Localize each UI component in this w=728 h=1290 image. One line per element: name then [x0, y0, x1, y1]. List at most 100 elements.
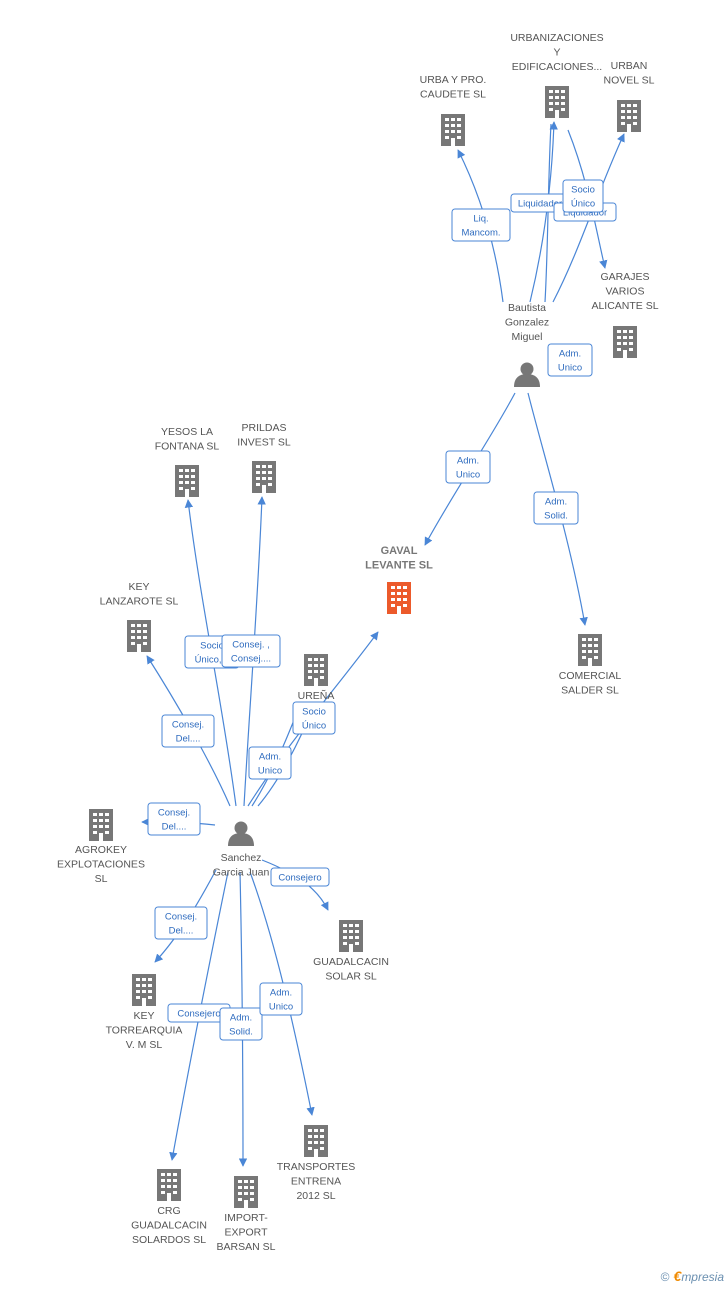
node-label-line: URBANIZACIONES: [510, 32, 603, 44]
person-icon: [514, 362, 540, 387]
relation-text-line: Socio: [200, 641, 224, 652]
footer-credit: ©€mpresia: [661, 1268, 724, 1284]
relation-text-line: Consej....: [231, 654, 271, 665]
relation-box: [248, 746, 292, 780]
node-urbaniz[interactable]: URBANIZACIONESYEDIFICACIONES...: [510, 32, 604, 118]
node-label-line: AGROKEY: [75, 844, 127, 856]
relation-label-r_adm_solid_import[interactable]: Adm. Solid.: [219, 1007, 263, 1041]
node-label-line: GUADALCACIN: [131, 1220, 207, 1232]
node-label-line: LANZAROTE SL: [100, 596, 179, 608]
relation-box: [533, 491, 579, 525]
node-label-line: TRANSPORTES: [277, 1161, 356, 1173]
copyright-symbol: ©: [660, 1270, 670, 1284]
node-label-line: UREÑA: [298, 689, 335, 702]
node-label-line: GUADALCACIN: [313, 956, 389, 968]
relation-label-r_consej_del_torre[interactable]: Consej. Del....: [154, 906, 208, 940]
relation-text-line: Solid.: [544, 511, 568, 522]
relation-text-line: Solid.: [229, 1027, 253, 1038]
relation-text-line: Mancom.: [461, 228, 500, 239]
node-transportes[interactable]: TRANSPORTES ENTRENA 2012 SL: [277, 1125, 356, 1202]
relation-box: [221, 634, 281, 668]
node-label-line: V. M SL: [126, 1039, 163, 1051]
node-label-line: LEVANTE SL: [365, 560, 433, 572]
node-label-line: URBAN: [611, 60, 648, 72]
building-icon: [545, 86, 569, 118]
node-label-line: YESOS LA: [161, 426, 213, 438]
building-icon: [252, 461, 276, 493]
relation-text-line: Adm.: [545, 497, 567, 508]
relation-text-line: Adm.: [457, 456, 479, 467]
relation-box: [154, 906, 208, 940]
relation-text-line: Consej.: [165, 912, 197, 923]
node-label-line: Y: [553, 47, 560, 59]
node-label-line: SALDER SL: [561, 685, 619, 697]
relation-text-line: Consej.: [158, 808, 190, 819]
relation-text-line: Del....: [169, 926, 194, 937]
node-label-line: CAUDETE SL: [420, 89, 486, 101]
relation-label-r_liq_mancom[interactable]: Liq. Mancom.: [451, 208, 511, 242]
relation-text-line: Unico: [456, 470, 480, 481]
building-icon: [339, 920, 363, 952]
node-label-line: IMPORT-: [224, 1212, 268, 1224]
brand-logo-initial: €: [673, 1268, 682, 1284]
node-label-line: Gonzalez: [505, 317, 549, 329]
node-label-line: URBA Y PRO.: [420, 74, 487, 86]
relation-label-r_adm_solid_comercial[interactable]: Adm. Solid.: [533, 491, 579, 525]
relation-label-r_adm_unico_garajes[interactable]: Adm.Unico: [547, 343, 593, 377]
relation-box: [562, 179, 604, 213]
node-label-line: GAVAL: [381, 545, 418, 557]
relation-box: [147, 802, 201, 836]
relation-label-r_consejero_guad[interactable]: Consejero: [270, 867, 330, 887]
node-gaval[interactable]: GAVAL LEVANTE SL: [365, 545, 433, 614]
relation-text-line: Del....: [176, 734, 201, 745]
node-urena[interactable]: UREÑA: [298, 654, 335, 702]
relation-label-r_consej_del_agrokey[interactable]: Consej.Del....: [147, 802, 201, 836]
relation-label-r_adm_unico_transp[interactable]: Adm.Unico: [259, 982, 303, 1016]
edge-bautista-urbaniz-2: [544, 123, 552, 303]
person-icon: [228, 821, 254, 846]
relation-label-r_consej_prildas[interactable]: Consej. ,Consej....: [221, 634, 281, 668]
building-icon: [127, 620, 151, 652]
relation-box: [161, 714, 215, 748]
building-icon: [387, 582, 411, 614]
building-icon: [132, 974, 156, 1006]
relation-text-line: Liq.: [473, 214, 488, 225]
relation-text-line: Adm.: [230, 1013, 252, 1024]
node-label-line: EXPLOTACIONES: [57, 859, 145, 871]
node-urba[interactable]: URBA Y PRO. CAUDETE SL: [420, 74, 487, 146]
relation-label-r_adm_unico_gaval[interactable]: Adm. Unico: [445, 450, 491, 484]
relation-box: [445, 450, 491, 484]
node-label-line: PRILDAS: [242, 422, 287, 434]
relation-label-r_adm_unico_sanchez[interactable]: Adm.Unico: [248, 746, 292, 780]
relation-box: [259, 982, 303, 1016]
node-label-line: Garcia Juan: [213, 867, 270, 879]
node-label-line: ENTRENA: [291, 1176, 341, 1188]
relation-text-line: Adm.: [270, 988, 292, 999]
relation-box: [219, 1007, 263, 1041]
relation-text-line: Consejero: [278, 873, 321, 884]
building-icon: [157, 1169, 181, 1201]
relation-text-line: Liquidador: [563, 208, 607, 219]
relation-text-line: Consej.: [172, 720, 204, 731]
node-label-line: CRG: [157, 1205, 180, 1217]
relation-label-r_consej_del_lanz[interactable]: Consej. Del....: [161, 714, 215, 748]
brand-name: mpresia: [681, 1270, 724, 1284]
relation-label-r_consejero_crg[interactable]: Consejero: [167, 1003, 231, 1023]
node-label-line: 2012 SL: [296, 1190, 335, 1202]
nodes-layer: GAVAL LEVANTE SL BautistaGonzalezMiguelSan…: [57, 32, 659, 1253]
